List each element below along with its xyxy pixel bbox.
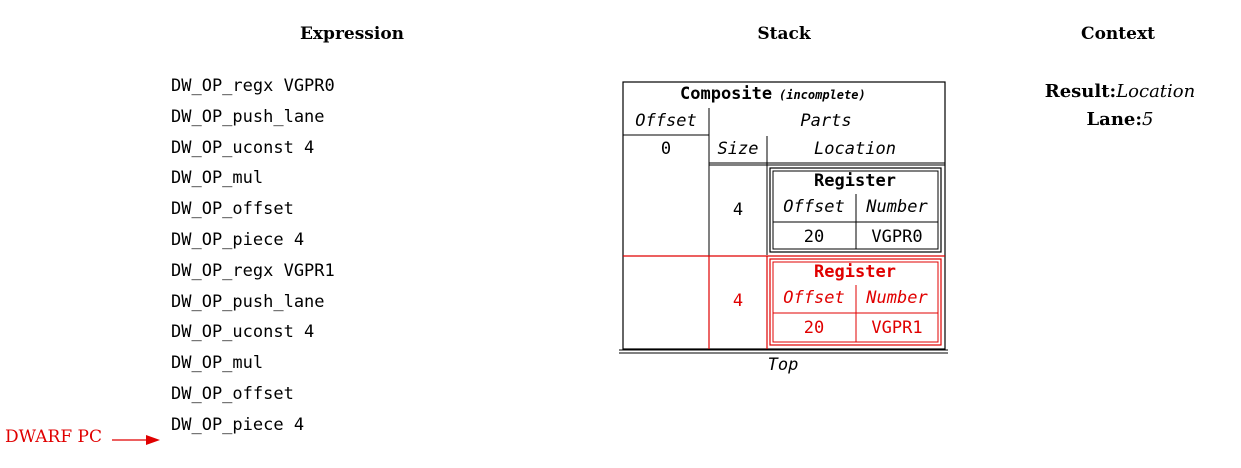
context-result-value: Location: [1116, 81, 1196, 102]
context-result-label: Result:: [1044, 81, 1117, 102]
expression-op: DW_OP_piece 4: [171, 229, 305, 250]
location-header: Location: [814, 139, 896, 159]
size-header: Size: [718, 139, 759, 159]
part-row: 4 Register Offset Number 20 VGPR0: [733, 167, 942, 253]
expression-op-list: DW_OP_regx VGPR0 DW_OP_push_lane DW_OP_u…: [171, 74, 335, 444]
composite-offset-value: 0: [661, 139, 671, 159]
parts-header: Parts: [800, 111, 851, 131]
composite-box: [622, 81, 946, 350]
register-box: [769, 167, 942, 253]
stack-header: Stack: [757, 24, 811, 44]
part-size: 4: [733, 291, 743, 311]
expression-op: DW_OP_offset: [171, 199, 294, 220]
register-box: [769, 258, 942, 346]
context-panel: Result:Location Lane:5: [1020, 78, 1220, 134]
expression-op: DW_OP_mul: [171, 168, 264, 189]
expression-op: DW_OP_uconst 4: [171, 322, 315, 343]
context-lane: Lane:5: [1020, 106, 1220, 134]
expression-header: Expression: [299, 24, 405, 44]
part-row-highlighted: 4 Register Offset Number 20 VGPR1: [623, 255, 945, 349]
register-offset-value: 20: [804, 227, 824, 247]
register-number-label: Number: [865, 197, 928, 217]
register-number-value: VGPR1: [871, 318, 922, 338]
context-lane-label: Lane:: [1086, 109, 1143, 130]
context-header: Context: [1081, 24, 1155, 44]
expression-op: DW_OP_regx VGPR0: [171, 76, 335, 96]
register-offset-value: 20: [804, 318, 824, 338]
part-size: 4: [733, 200, 743, 220]
expression-op: DW_OP_push_lane: [171, 106, 325, 127]
expression-op: DW_OP_uconst 4: [171, 137, 315, 158]
register-number-label: Number: [865, 288, 928, 308]
register-offset-label: Offset: [783, 197, 844, 217]
composite-note: (incomplete): [779, 88, 866, 102]
register-offset-label: Offset: [783, 288, 844, 308]
register-title: Register: [814, 171, 896, 191]
register-title: Register: [814, 262, 896, 282]
context-lane-value: 5: [1142, 109, 1154, 130]
expression-op: DW_OP_push_lane: [171, 291, 325, 312]
composite-title: Composite: [680, 84, 772, 104]
expression-op: DW_OP_piece 4: [171, 414, 305, 435]
expression-op: DW_OP_regx VGPR1: [171, 260, 335, 281]
offset-header: Offset: [635, 111, 696, 131]
stack-top-label: Top: [768, 355, 799, 375]
expression-op: DW_OP_offset: [171, 383, 294, 404]
register-number-value: VGPR0: [871, 227, 922, 247]
context-result: Result:Location: [1020, 78, 1220, 106]
dwarf-pc-arrow-icon: [112, 435, 160, 445]
dwarf-pc-label: DWARF PC: [5, 427, 102, 447]
expression-op: DW_OP_mul: [171, 353, 264, 374]
